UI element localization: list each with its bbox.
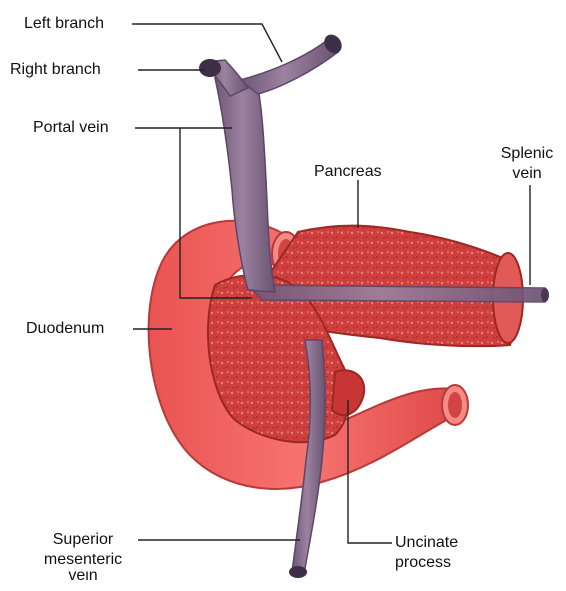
label-splenic-vein: Splenic vein: [490, 144, 564, 184]
label-left-branch: Left branch: [24, 14, 104, 34]
splenic-vein: [248, 285, 545, 302]
portal-left-branch: [240, 38, 338, 94]
label-pancreas: Pancreas: [314, 162, 382, 182]
label-uncinate-process: Uncinate process: [395, 533, 458, 573]
label-smv-line1: Superior: [28, 530, 138, 550]
label-smv: Superior mesenteric vein: [28, 530, 138, 582]
label-uncinate-line1: Uncinate: [395, 533, 458, 553]
label-right-branch: Right branch: [10, 60, 101, 80]
label-smv-line3: vein: [28, 570, 138, 582]
label-duodenum: Duodenum: [26, 319, 104, 339]
label-portal-vein: Portal vein: [33, 118, 109, 138]
splenic-vein-end: [541, 288, 549, 302]
smv-lower-end: [289, 566, 307, 578]
label-duodenum-text: Duodenum: [26, 319, 104, 339]
label-splenic-line2: vein: [490, 164, 564, 184]
duodenum-lower-lumen: [448, 392, 462, 418]
label-uncinate-line2: process: [395, 553, 458, 573]
label-right-branch-text: Right branch: [10, 60, 101, 80]
label-portal-vein-text: Portal vein: [33, 118, 109, 138]
label-splenic-line1: Splenic: [490, 144, 564, 164]
label-smv-line2: mesenteric: [28, 550, 138, 570]
label-left-branch-text: Left branch: [24, 14, 104, 34]
right-branch-end: [199, 59, 221, 77]
label-pancreas-text: Pancreas: [314, 162, 382, 182]
leader-left-branch: [132, 24, 282, 62]
